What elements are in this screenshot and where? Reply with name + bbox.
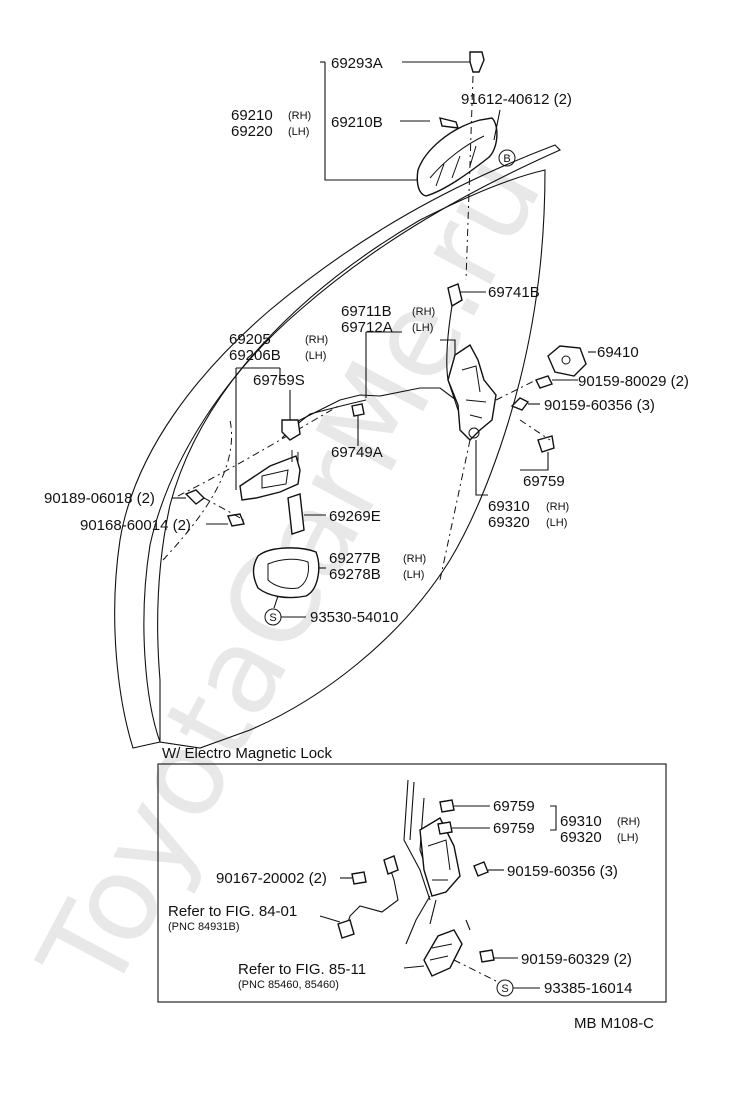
inset-screw-90167 — [351, 871, 367, 885]
label-69220-lh: (LH) — [288, 126, 309, 138]
inset-connector — [337, 919, 355, 939]
inset-label-90159-60329: 90159-60329 (2) — [521, 951, 632, 968]
inset-label-69310-rh: (RH) — [617, 816, 640, 828]
outside-handle-group: B — [320, 51, 516, 281]
inset-clip-69759b — [437, 821, 453, 835]
label-69278B: 69278B — [329, 566, 381, 583]
inset-label-69320: 69320 — [560, 829, 602, 846]
inside-handle-bezel — [252, 547, 320, 599]
inset-label-69759b: 69759 — [493, 820, 535, 837]
outside-handle — [416, 117, 498, 197]
label-69206B: 69206B — [229, 347, 281, 364]
label-69741B: 69741B — [488, 284, 540, 301]
screw-90159-60356 — [510, 397, 530, 411]
label-69206B-lh: (LH) — [305, 350, 326, 362]
label-69711B-rh: (RH) — [412, 306, 435, 318]
inset-screw-90159-60329 — [479, 949, 495, 963]
label-69320: 69320 — [488, 514, 530, 531]
label-69293A: 69293A — [331, 55, 383, 72]
screw-91612 — [439, 117, 460, 129]
label-69210-rh: (RH) — [288, 110, 311, 122]
symbol-b: B — [503, 153, 510, 165]
label-69320-lh: (LH) — [546, 517, 567, 529]
door-outline — [114, 144, 561, 749]
label-69269E: 69269E — [329, 508, 381, 525]
inside-handle-group: S — [172, 367, 326, 626]
label-69712A-lh: (LH) — [412, 322, 433, 334]
inset-ref-84-01: Refer to FIG. 84-01 — [168, 903, 297, 920]
striker-69410 — [547, 345, 587, 377]
rod-clip-69741B — [447, 283, 463, 308]
label-69205: 69205 — [229, 331, 271, 348]
inset-ref-85-11: Refer to FIG. 85-11 — [238, 961, 366, 978]
inset-symbol-s: S — [501, 983, 508, 995]
label-69277B-rh: (RH) — [403, 553, 426, 565]
label-69711B: 69711B — [341, 303, 392, 320]
inset-pnc-84931b: (PNC 84931B) — [168, 921, 240, 933]
label-69277B: 69277B — [329, 550, 381, 567]
inset-lock-assembly: S — [319, 779, 557, 997]
label-91612-40612: 91612-40612 (2) — [461, 91, 572, 108]
inset-label-69759a: 69759 — [493, 798, 535, 815]
label-90168-60014: 90168-60014 (2) — [80, 517, 191, 534]
label-69310-rh: (RH) — [546, 501, 569, 513]
inset-pnc-85460: (PNC 85460, 85460) — [238, 979, 339, 991]
label-69210: 69210 — [231, 107, 273, 124]
label-69749A: 69749A — [331, 444, 383, 461]
inset-title: W/ Electro Magnetic Lock — [162, 745, 333, 762]
inset-label-90159-60356: 90159-60356 (3) — [507, 863, 618, 880]
label-69759: 69759 — [523, 473, 565, 490]
inset-label-93385-16014: 93385-16014 — [544, 980, 632, 997]
inset-frame — [157, 763, 667, 1003]
inset-solenoid — [423, 929, 463, 977]
label-69759S: 69759S — [253, 372, 305, 389]
clip-69749A — [351, 403, 365, 417]
label-69310: 69310 — [488, 498, 530, 515]
inset-label-90167: 90167-20002 (2) — [216, 870, 327, 887]
label-69220: 69220 — [231, 123, 273, 140]
label-69410: 69410 — [597, 344, 639, 361]
inset-clip-69759a — [439, 799, 455, 813]
screw-90168-60014 — [227, 513, 245, 527]
clip-69293A — [469, 51, 485, 73]
inset-label-69320-lh: (LH) — [617, 832, 638, 844]
screw-90159-80029 — [535, 375, 553, 389]
inside-handle — [239, 455, 301, 501]
label-69205-rh: (RH) — [305, 334, 328, 346]
label-69712A: 69712A — [341, 319, 393, 336]
symbol-s: S — [269, 612, 276, 624]
label-90159-60356: 90159-60356 (3) — [544, 397, 655, 414]
door-lock-body — [447, 343, 497, 441]
pad-69269E — [287, 493, 305, 535]
label-69210B: 69210B — [331, 114, 383, 131]
inset-label-69310: 69310 — [560, 813, 602, 830]
lock-rod-assembly — [281, 283, 596, 581]
clip-69759 — [537, 435, 555, 453]
label-93530-54010: 93530-54010 — [310, 609, 398, 626]
screw-90189-06018 — [184, 489, 206, 505]
label-90159-80029: 90159-80029 (2) — [578, 373, 689, 390]
label-90189-06018: 90189-06018 (2) — [44, 490, 155, 507]
clip-69759S — [281, 419, 301, 441]
inset-screw-90159-60356 — [473, 861, 489, 877]
inset-switch — [383, 855, 399, 875]
label-69278B-lh: (LH) — [403, 569, 424, 581]
footer-code: MB M108-C — [574, 1015, 654, 1032]
